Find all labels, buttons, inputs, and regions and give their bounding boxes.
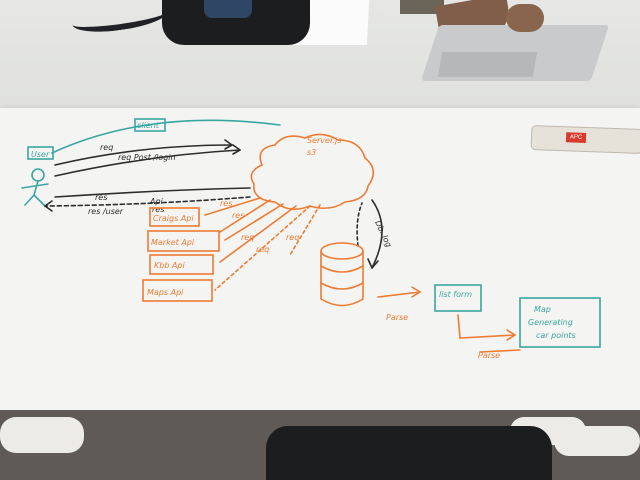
sleeve <box>400 0 444 14</box>
craigs-api-label: Craigs Api <box>153 214 194 223</box>
req-label-1: req <box>241 233 254 242</box>
kbb-api-label: Kbb Api <box>154 261 185 270</box>
list-form-label: list form <box>439 290 472 299</box>
server-label: Server.js <box>307 136 341 145</box>
res-label-2: res <box>232 211 244 220</box>
res-label-1: res <box>220 199 232 208</box>
arrow-res-user-head <box>44 200 53 212</box>
req-label: req <box>100 143 113 152</box>
server-sub-label: s3 <box>307 148 316 157</box>
arrow-req-post <box>54 149 241 177</box>
res-user-label: res /user <box>88 207 124 216</box>
map-label: Map <box>534 305 551 314</box>
craigs-api-box <box>149 207 200 227</box>
arrow-maps-2 <box>289 204 321 256</box>
chair <box>266 426 552 480</box>
arrow-parse-1-head <box>411 286 421 298</box>
arrow-market <box>224 203 284 241</box>
server-cloud <box>250 133 375 210</box>
res-label: res <box>95 193 107 202</box>
table-leg-left <box>0 417 84 453</box>
market-api-box <box>147 230 220 252</box>
client-label: client <box>137 121 160 130</box>
arrow-parse-2 <box>457 314 516 339</box>
hand <box>506 4 544 32</box>
arrow-maps <box>214 205 311 291</box>
arrow-db <box>371 199 383 269</box>
res-small-label: res <box>152 205 164 214</box>
db-body <box>320 250 364 307</box>
arrow-kbb <box>219 205 297 263</box>
backpack-stripe <box>204 0 252 18</box>
api-label: Api <box>149 197 164 206</box>
arrow-parse-3 <box>479 349 521 353</box>
arc-user-to-client <box>51 119 281 154</box>
db-top <box>320 242 364 260</box>
db-bands <box>320 265 364 290</box>
map-car-points-label: car points <box>536 331 576 340</box>
user-head <box>31 168 45 182</box>
maps-api-label: Maps Api <box>147 288 184 297</box>
req-label-3: req <box>286 233 299 242</box>
arrow-parse-2-head <box>506 329 516 341</box>
table-leg-far-right <box>554 426 640 456</box>
arrow-req <box>54 144 233 166</box>
arrow-parse-1 <box>377 291 421 298</box>
map-box <box>519 297 601 348</box>
req-post-label: req Post /login <box>118 153 176 162</box>
stick-figure <box>21 180 49 207</box>
arrow-craigs <box>204 197 261 216</box>
arrow-res-user <box>44 196 251 207</box>
parse-label-1: Parse <box>386 313 408 322</box>
arrow-craigs-2 <box>219 199 271 233</box>
db-log-label: Db. log <box>373 219 393 249</box>
whiteboard <box>0 108 640 420</box>
map-generating-label: Generating <box>528 318 573 327</box>
user-label: User <box>31 150 50 159</box>
arrow-req-head <box>224 139 233 150</box>
user-box <box>27 146 54 160</box>
client-box <box>134 118 166 132</box>
arrow-res <box>54 187 251 198</box>
parse-label-2: Parse <box>478 351 500 360</box>
arrow-db-head <box>367 258 379 269</box>
kbb-api-box <box>149 254 214 275</box>
maps-api-box <box>142 279 213 302</box>
arrow-req-post-head <box>232 144 241 155</box>
req-label-2: req <box>256 245 269 254</box>
market-api-label: Market Api <box>151 238 195 247</box>
list-form-box <box>434 284 482 312</box>
arrow-db-up <box>356 202 363 247</box>
